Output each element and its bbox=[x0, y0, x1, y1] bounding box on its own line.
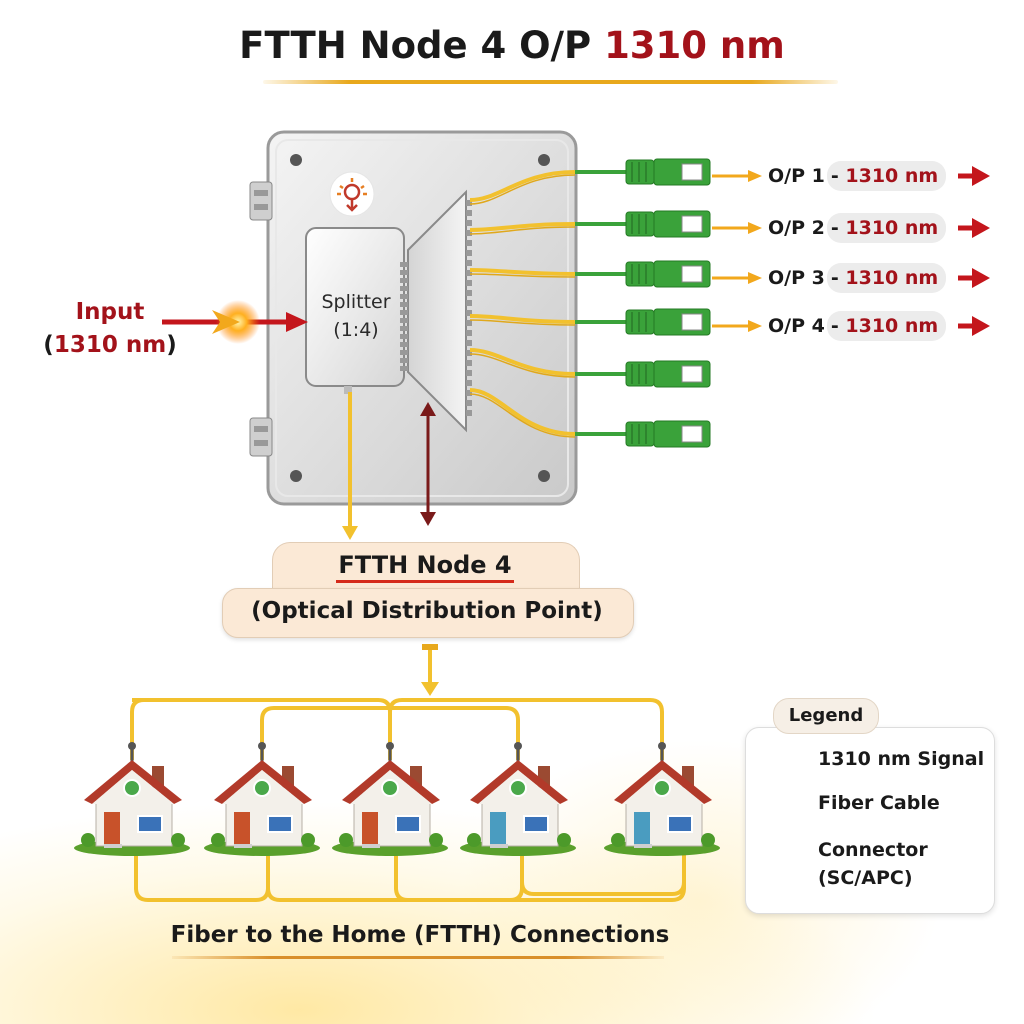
input-title: Input bbox=[75, 299, 145, 325]
signal-arrow-icon bbox=[958, 166, 990, 186]
sc-apc-connector bbox=[575, 158, 711, 186]
screw-icon bbox=[538, 154, 550, 166]
home-icon bbox=[604, 742, 720, 856]
homes-row bbox=[74, 742, 720, 856]
title-wavelength: 1310 nm bbox=[604, 24, 785, 67]
signal-arrow-icon bbox=[958, 316, 990, 336]
output-arrow bbox=[712, 222, 762, 234]
output-label-3: O/P 3 - 1310 nm bbox=[768, 263, 947, 293]
splitter-name: Splitter bbox=[321, 291, 391, 313]
sc-apc-connector bbox=[575, 360, 711, 388]
splitter-drop-fiber bbox=[342, 392, 358, 540]
sc-apc-connector bbox=[575, 420, 711, 448]
fiber-fanout bbox=[400, 189, 472, 433]
home-icon bbox=[74, 742, 190, 856]
output-label-1: O/P 1 - 1310 nm bbox=[768, 161, 947, 191]
light-signal-icon bbox=[329, 171, 375, 217]
home-icon bbox=[332, 742, 448, 856]
screw-icon bbox=[290, 470, 302, 482]
title-underline bbox=[263, 80, 838, 84]
output-label-4: O/P 4 - 1310 nm bbox=[768, 311, 947, 341]
hinge-icon bbox=[249, 181, 273, 221]
legend-item-fiber: Fiber Cable bbox=[818, 792, 940, 814]
node-box bbox=[222, 588, 634, 638]
splitter-label: Splitter (1:4) bbox=[306, 288, 406, 344]
page-title: FTTH Node 4 O/P 1310 nm bbox=[0, 24, 1024, 67]
output-arrows bbox=[712, 166, 990, 336]
signal-arrow-icon bbox=[958, 218, 990, 238]
bidirectional-arrow bbox=[420, 402, 436, 526]
input-signal-arrow bbox=[162, 300, 308, 344]
input-wavelength: (1310 nm) bbox=[43, 332, 177, 358]
footer-label: Fiber to the Home (FTTH) Connections bbox=[170, 922, 670, 948]
sc-apc-connector bbox=[575, 308, 711, 336]
home-icon bbox=[204, 742, 320, 856]
hinge-icon bbox=[249, 417, 273, 457]
node-title: FTTH Node 4 bbox=[338, 551, 512, 579]
node-title-underline bbox=[336, 580, 514, 583]
legend-item-signal: 1310 nm Signal bbox=[818, 748, 985, 770]
output-arrow bbox=[712, 170, 762, 182]
output-fibers bbox=[469, 170, 576, 438]
output-label-2: O/P 2 - 1310 nm bbox=[768, 213, 947, 243]
connector-group bbox=[575, 158, 711, 448]
node-drop-arrow bbox=[421, 644, 439, 696]
legend-panel bbox=[745, 727, 995, 914]
sc-apc-connector bbox=[575, 210, 711, 238]
home-distribution-network bbox=[130, 698, 686, 902]
node-subtitle: (Optical Distribution Point) bbox=[251, 598, 603, 624]
sc-apc-connector bbox=[575, 260, 711, 288]
signal-arrow-icon bbox=[958, 268, 990, 288]
legend-item-connector: Connector (SC/APC) bbox=[818, 839, 928, 889]
output-arrow bbox=[712, 272, 762, 284]
splitter-ratio: (1:4) bbox=[333, 319, 379, 341]
title-prefix: FTTH Node 4 O/P bbox=[239, 24, 605, 67]
footer-underline bbox=[172, 956, 664, 959]
home-icon bbox=[460, 742, 576, 856]
input-label: Input (1310 nm) bbox=[30, 296, 190, 362]
legend-title: Legend bbox=[773, 698, 879, 734]
screw-icon bbox=[290, 154, 302, 166]
output-arrow bbox=[712, 320, 762, 332]
screw-icon bbox=[538, 470, 550, 482]
